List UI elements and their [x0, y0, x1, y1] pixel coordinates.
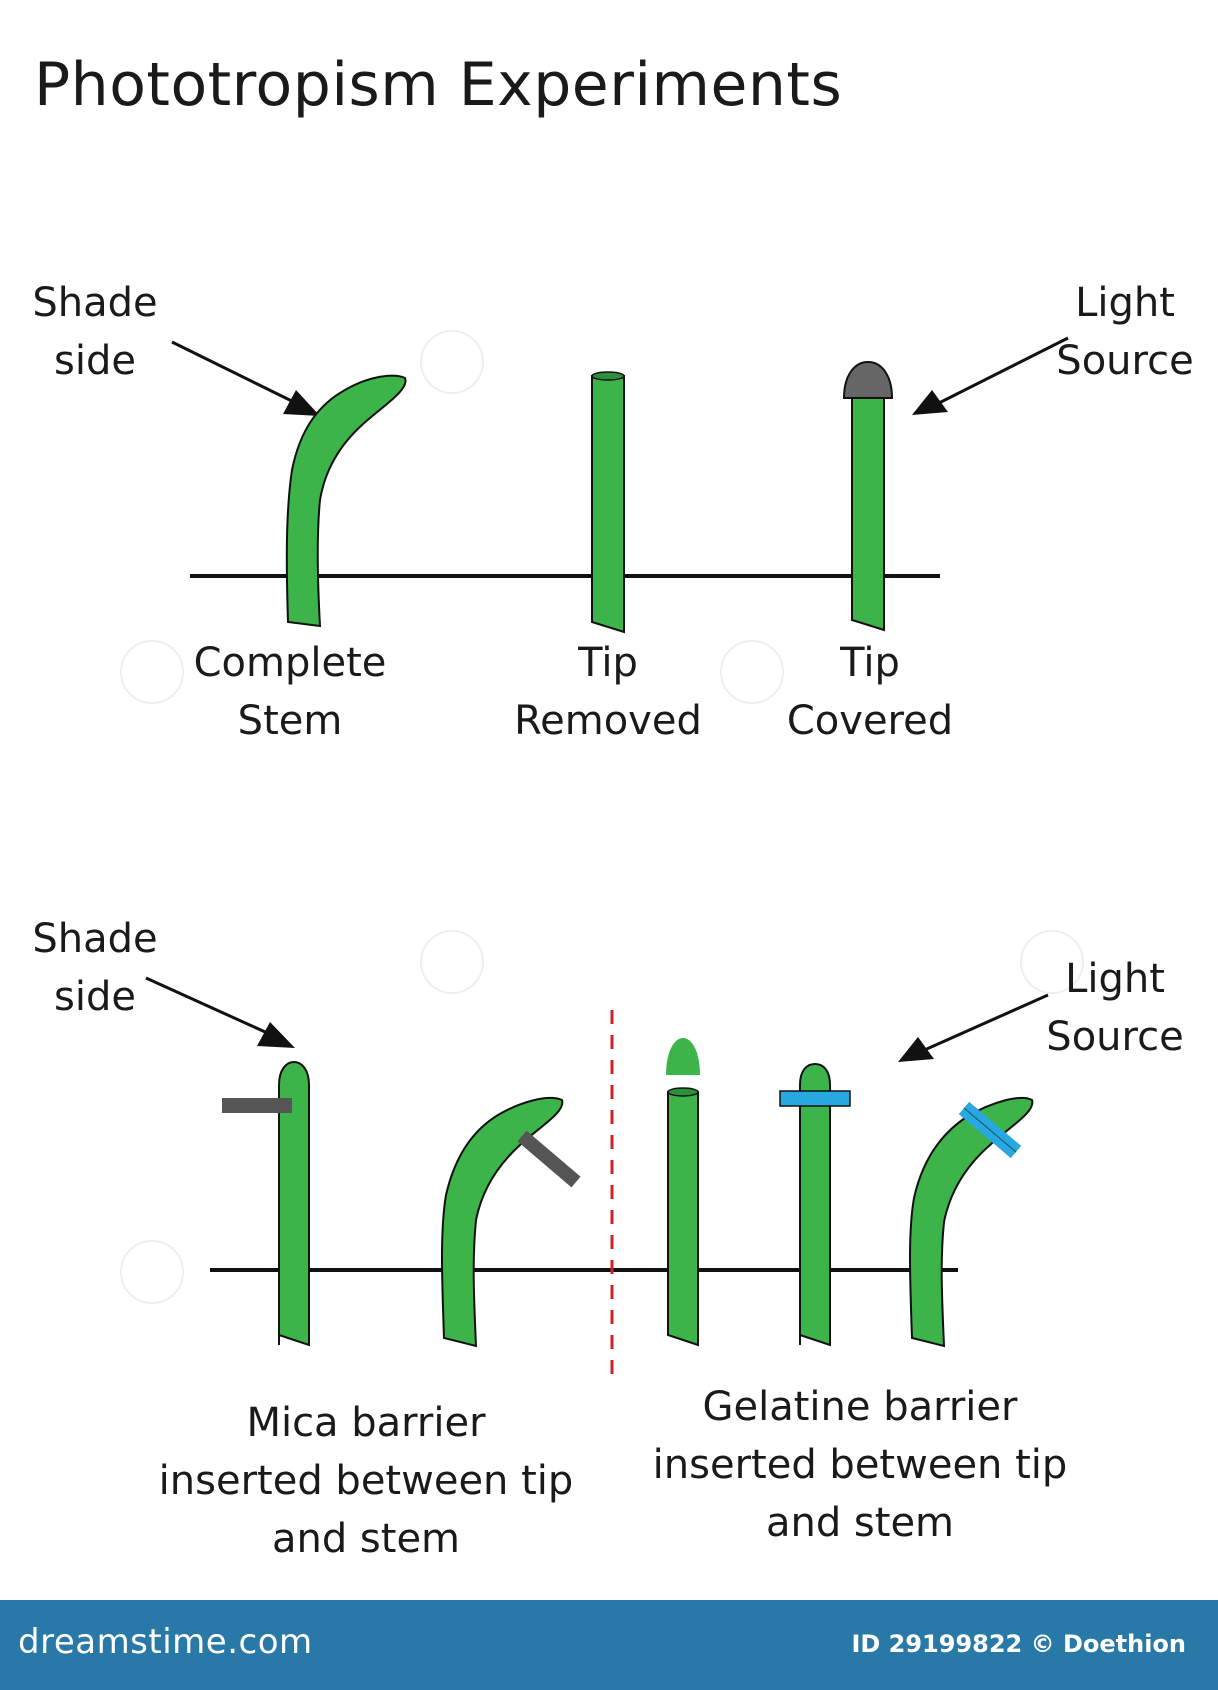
mica-barrier-caption: Mica barrier inserted between tip and st…: [158, 1400, 574, 1562]
watermark-swirl: [420, 330, 484, 394]
gelatine-barrier: [779, 1090, 851, 1107]
image-credit: ID 29199822 © Doethion: [851, 1630, 1186, 1658]
arrow-head-icon: [898, 1037, 934, 1062]
stem-tip-covered: [851, 395, 885, 632]
arrow-head-icon: [912, 390, 948, 415]
shade-arrow-top: [171, 340, 311, 412]
tip-covered-label: Tip Covered: [786, 640, 954, 744]
stem-gelatine-bent: [909, 1096, 1034, 1348]
watermark-swirl: [120, 1240, 184, 1304]
complete-stem-label: Complete Stem: [193, 640, 387, 744]
watermark-swirl: [1020, 930, 1084, 994]
watermark-swirl: [420, 930, 484, 994]
stem-cut-top: [667, 1087, 699, 1097]
stem-mica-straight: [278, 1060, 310, 1347]
shade-side-label-bottom: Shade side: [32, 916, 158, 1020]
stem-cut-top: [591, 371, 625, 381]
light-source-label-bottom: Light Source: [1046, 956, 1184, 1060]
stem-tip-removed: [591, 375, 625, 634]
mica-barrier: [222, 1098, 292, 1113]
arrow-head-icon: [283, 390, 320, 416]
footer-bar: dreamstime.com ID 29199822 © Doethion: [0, 1600, 1218, 1690]
watermark-swirl: [120, 640, 184, 704]
arrow-head-icon: [257, 1022, 295, 1048]
watermark-swirl: [720, 640, 784, 704]
stem-complete: [285, 374, 407, 628]
stem-mica-bent: [441, 1096, 564, 1348]
gelatine-barrier-caption: Gelatine barrier inserted between tip an…: [652, 1384, 1068, 1546]
detached-tip: [666, 1038, 700, 1075]
tip-removed-label: Tip Removed: [514, 640, 702, 744]
light-arrow-bottom: [919, 993, 1049, 1054]
stem-gelatine-separated: [667, 1091, 699, 1347]
light-arrow-top: [934, 336, 1069, 407]
opaque-cap: [842, 360, 894, 399]
mica-barrier: [517, 1130, 581, 1188]
shade-side-label-top: Shade side: [32, 280, 158, 384]
stem-gelatine-straight: [799, 1062, 831, 1347]
light-source-label-top: Light Source: [1056, 280, 1194, 384]
diagram-canvas: [145, 336, 1069, 1385]
gelatine-barrier-outline: [963, 1107, 1017, 1153]
page-title: Phototropism Experiments: [34, 50, 843, 120]
shade-arrow-bottom: [145, 976, 275, 1038]
brand-logo-text[interactable]: dreamstime.com: [18, 1622, 313, 1662]
